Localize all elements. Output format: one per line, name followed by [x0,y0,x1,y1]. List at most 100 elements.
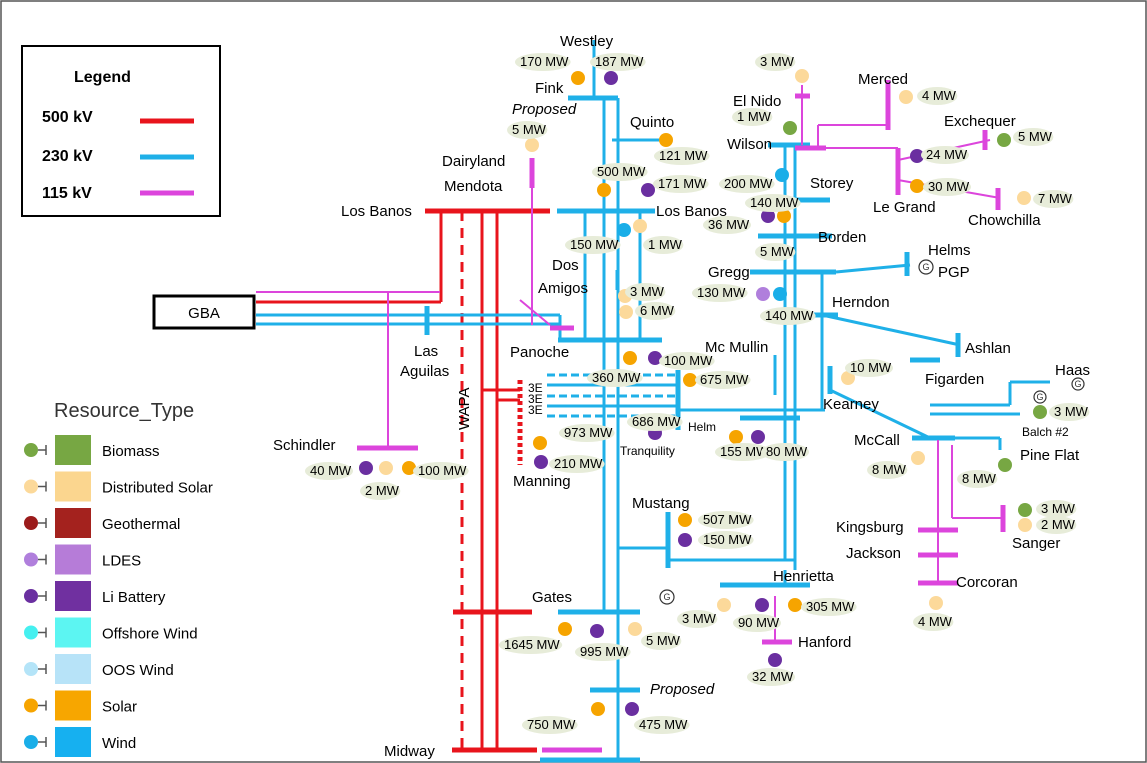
resource-marker-icon [659,133,673,147]
resource-type-row: LDES [24,544,141,575]
gba-label: GBA [188,305,220,322]
capacity-label-bg [703,216,751,234]
resource-marker [625,702,639,716]
capacity-label: 4 MW [913,613,954,631]
dos-amigos-label-1: Dos [552,257,579,274]
transformer-3: 3E [528,403,543,417]
resource-marker [755,598,769,612]
resource-marker [717,598,731,612]
capacity-label-bg [587,369,643,387]
resource-swatch [55,654,91,684]
resource-marker-icon [788,598,802,612]
capacity-label-bg [755,53,796,71]
capacity-value: 1 MW [737,109,772,124]
legend-label-115kv: 115 kV [42,185,92,202]
capacity-label-bg [549,455,605,473]
capacity-value: 3 MW [760,54,795,69]
resource-type-row: Distributed Solar [24,471,213,502]
resource-swatch [55,690,91,721]
capacity-label: 3 MW [755,53,796,71]
resource-marker-icon [1018,518,1032,532]
capacity-label-bg [698,531,754,549]
capacity-value: 155 MW [720,444,769,459]
capacity-value: 2 MW [365,483,400,498]
mc-mullin-label: Mc Mullin [705,339,768,356]
resource-marker-icon [24,479,38,494]
capacity-label: 24 MW [921,146,969,164]
resource-marker-icon [534,455,548,469]
resource-marker-icon [717,598,731,612]
capacity-label-bg [590,53,646,71]
gregg-label: Gregg [708,264,750,281]
resource-marker [619,305,633,319]
resource-marker [1018,503,1032,517]
capacity-label: 6 MW [635,302,676,320]
capacity-label: 475 MW [634,716,690,734]
resource-marker-icon [777,209,791,223]
capacity-value: 7 MW [1038,191,1073,206]
capacity-value: 8 MW [872,462,907,477]
resource-marker-icon [929,596,943,610]
capacity-label-bg [745,194,801,212]
capacity-value: 500 MW [597,164,646,179]
capacity-value: 140 MW [750,195,799,210]
resource-marker-icon [795,69,809,83]
capacity-label: 675 MW [695,371,751,389]
quinto-label: Quinto [630,114,674,131]
resource-marker [402,461,416,475]
resource-marker [641,183,655,197]
capacity-value: 100 MW [418,463,467,478]
capacity-label: 2 MW [360,482,401,500]
resource-type-title: Resource_Type [54,400,194,422]
balch2-label: Balch #2 [1022,425,1069,439]
capacity-value: 40 MW [310,463,352,478]
resource-type-label: Geothermal [102,516,180,533]
resource-marker [633,219,647,233]
kingsburg-label: Kingsburg [836,519,904,536]
proposed-top-label: Proposed [512,101,577,118]
resource-marker-icon [24,589,38,603]
capacity-label: 171 MW [653,175,709,193]
capacity-value: 32 MW [752,669,794,684]
capacity-value: 4 MW [922,88,957,103]
capacity-value: 507 MW [703,512,752,527]
resource-marker [729,430,743,444]
resource-marker [788,598,802,612]
resource-marker-icon [1033,405,1047,419]
capacity-label: 8 MW [957,470,998,488]
capacity-label: 305 MW [801,598,857,616]
capacity-value: 130 MW [697,285,746,300]
capacity-value: 686 MW [632,414,681,429]
capacity-label-bg [565,236,621,254]
resource-marker-icon [533,436,547,450]
mendota-label: Mendota [444,178,503,195]
resource-marker-icon [379,461,393,475]
capacity-label: 155 MW [715,443,771,461]
resource-marker [534,455,548,469]
resource-marker [997,133,1011,147]
dos-amigos-label-2: Amigos [538,280,588,297]
capacity-label: 360 MW [587,369,643,387]
capacity-value: 5 MW [646,633,681,648]
resource-marker [359,461,373,475]
helms-label: Helms [928,242,971,259]
capacity-label: 100 MW [413,462,469,480]
figarden-label: Figarden [925,371,984,388]
chowchilla-label: Chowchilla [968,212,1041,229]
capacity-label: 8 MW [867,461,908,479]
resource-type-row: OOS Wind [24,654,174,684]
legend-title: Legend [74,69,131,86]
resource-type-label: Wind [102,735,136,752]
resource-marker-icon [24,698,38,713]
capacity-value: 2 MW [1041,517,1076,532]
resource-marker-icon [729,430,743,444]
resource-type-row: Geothermal [24,508,180,538]
resource-type-row: Solar [24,690,137,721]
resource-marker [1018,518,1032,532]
capacity-label-bg [634,716,690,734]
capacity-label-bg [305,462,353,480]
capacity-label: 170 MW [515,53,571,71]
capacity-label: 507 MW [698,511,754,529]
lines-500kv [256,208,550,753]
